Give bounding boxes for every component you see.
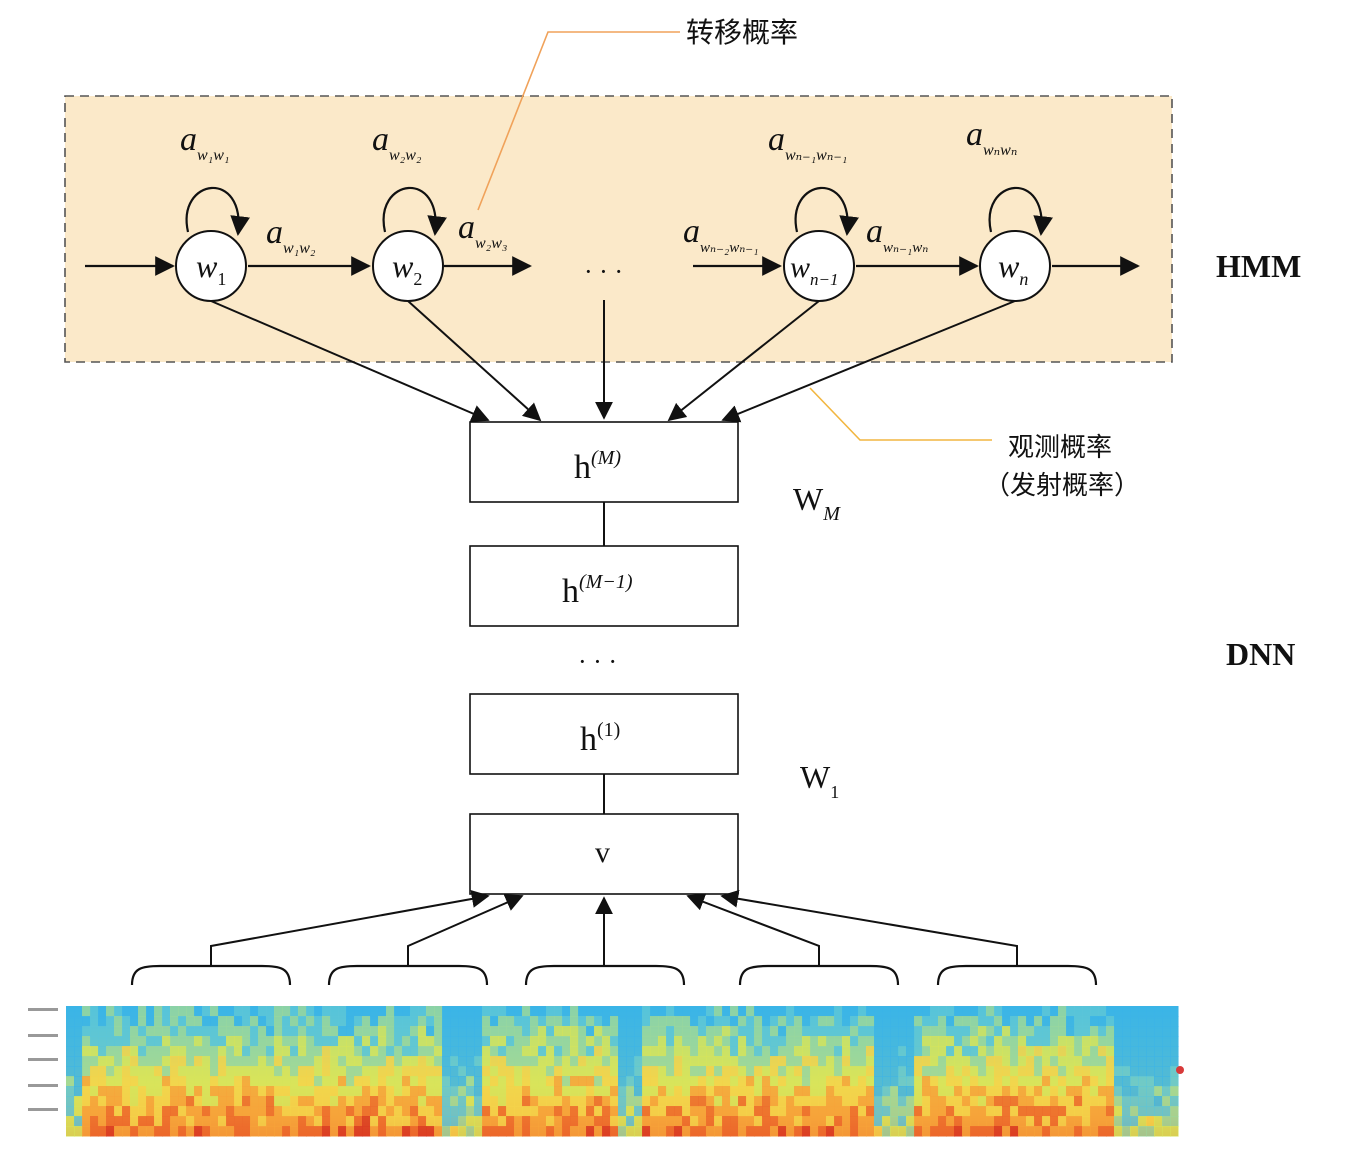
emission-prob-label-1: 观测概率 — [1008, 433, 1112, 463]
layer-hM-1-label: h(M−1) — [562, 571, 633, 610]
transition-label-2: aw₂w₃ — [458, 209, 507, 252]
transition-leader-line — [477, 31, 680, 211]
weight-WM-label: WM — [793, 481, 841, 525]
spectrogram-axis — [28, 1008, 58, 1111]
self-loop-label-3: awₙ₋₁wₙ₋₁ — [768, 121, 847, 164]
dnn-layer-boxes — [469, 421, 739, 895]
spectrogram-marker — [1176, 1066, 1184, 1074]
spectrogram-image — [66, 1006, 1179, 1137]
hmm-ellipsis: · · · — [584, 257, 623, 286]
emission-arrows — [210, 300, 1016, 423]
input-arrows — [210, 889, 1018, 966]
emission-leader-line — [809, 387, 992, 441]
emission-prob-label-2: （发射概率） — [984, 471, 1140, 501]
transition-label-1: aw₁w₂ — [266, 214, 316, 257]
state-wn-label: wn — [998, 248, 1028, 289]
dnn-ellipsis: · · · — [578, 647, 617, 676]
dnn-label: DNN — [1226, 636, 1295, 672]
layer-h1-label: h(1) — [580, 719, 620, 758]
self-loop-arrows — [185, 186, 1053, 236]
layer-v-label: v — [595, 836, 610, 869]
window-braces — [130, 964, 1098, 986]
self-loop-label-1: aw₁w₁ — [180, 121, 229, 164]
self-loop-label-4: awₙwₙ — [966, 116, 1017, 159]
state-wn-1-label: wn−1 — [790, 251, 839, 289]
layer-hM-label: h(M) — [574, 447, 621, 486]
weight-W1-label: W1 — [800, 759, 839, 802]
hmm-region — [64, 95, 1173, 363]
state-w2-label: w2 — [392, 248, 422, 289]
self-loop-label-2: aw₂w₂ — [372, 121, 422, 164]
transition-prob-label: 转移概率 — [686, 16, 798, 49]
hmm-label: HMM — [1216, 248, 1301, 284]
state-w1-label: w1 — [196, 248, 226, 289]
transition-label-3: awₙ₋₂wₙ₋₁ — [683, 213, 758, 256]
transition-label-4: awₙ₋₁wₙ — [866, 213, 928, 256]
